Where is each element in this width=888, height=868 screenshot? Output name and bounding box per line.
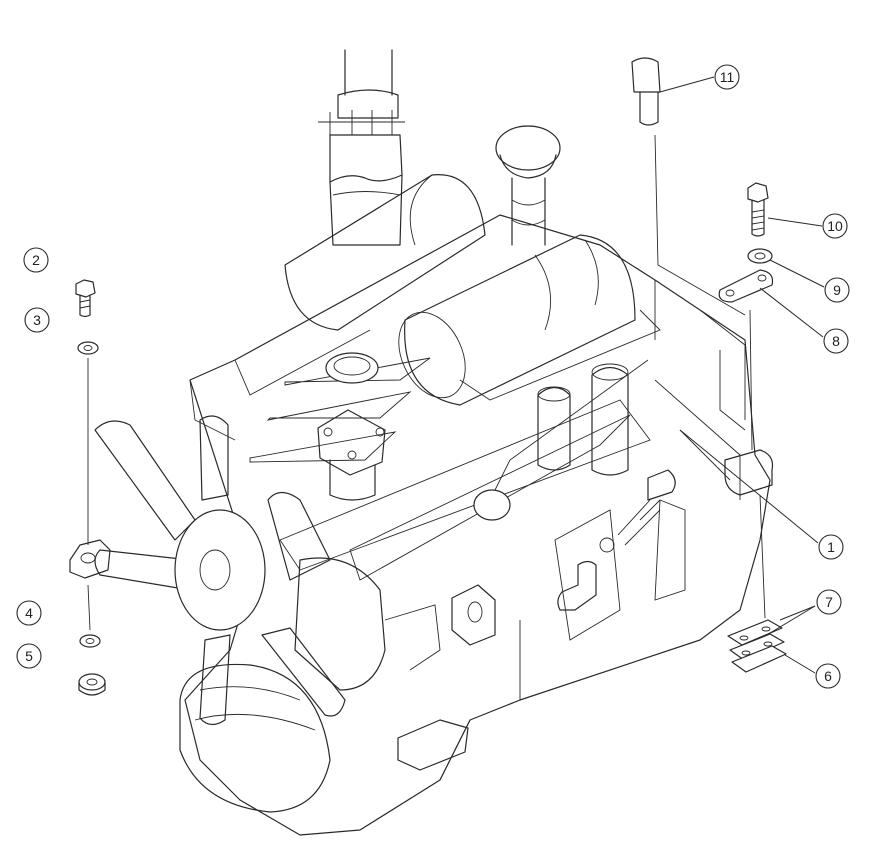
injection-pump — [317, 352, 386, 501]
engine-illustration — [69, 49, 774, 836]
callout-9: 9 — [824, 277, 850, 303]
washer-3 — [77, 341, 99, 545]
hardware-parts — [75, 57, 787, 696]
oil-filler-cap — [495, 125, 561, 246]
callout-10: 10 — [822, 213, 848, 239]
callout-5: 5 — [16, 643, 42, 669]
callout-7-label: 7 — [825, 594, 833, 610]
air-cleaner — [284, 174, 486, 331]
callout-8-label: 8 — [832, 333, 840, 349]
callout-6-label: 6 — [824, 668, 832, 684]
callout-9-label: 9 — [833, 282, 841, 298]
front-mount-bracket — [69, 539, 469, 771]
callout-1: 1 — [818, 534, 844, 560]
fuel-filters — [537, 363, 629, 476]
callout-1-label: 1 — [827, 539, 835, 555]
block-details — [451, 469, 676, 646]
plate-8 — [718, 269, 774, 451]
engine-block — [184, 214, 774, 836]
bolt-10 — [747, 182, 769, 237]
washer-4 — [79, 584, 101, 648]
bolt-2 — [75, 279, 96, 318]
rocker-cover — [398, 234, 636, 406]
callout-4-label: 4 — [25, 605, 33, 621]
exhaust-pipe — [318, 49, 405, 246]
callout-11: 11 — [714, 64, 740, 90]
cooling-fan — [94, 415, 441, 813]
callout-11-label: 11 — [720, 69, 735, 85]
callout-10-label: 10 — [827, 218, 843, 234]
dipstick-tube — [631, 57, 746, 316]
shims-6-7 — [727, 494, 787, 673]
callout-3-label: 3 — [33, 312, 41, 328]
injector-outlines — [249, 309, 661, 581]
callout-4: 4 — [16, 600, 42, 626]
callout-5-label: 5 — [25, 648, 33, 664]
callout-8: 8 — [823, 328, 849, 354]
washer-9 — [747, 248, 773, 264]
callout-2: 2 — [23, 247, 49, 273]
leader-lines — [659, 76, 825, 674]
nut-5 — [78, 673, 106, 696]
callout-2-label: 2 — [32, 252, 40, 268]
callout-3: 3 — [24, 307, 50, 333]
callout-7: 7 — [816, 589, 842, 615]
callout-6: 6 — [815, 663, 841, 689]
